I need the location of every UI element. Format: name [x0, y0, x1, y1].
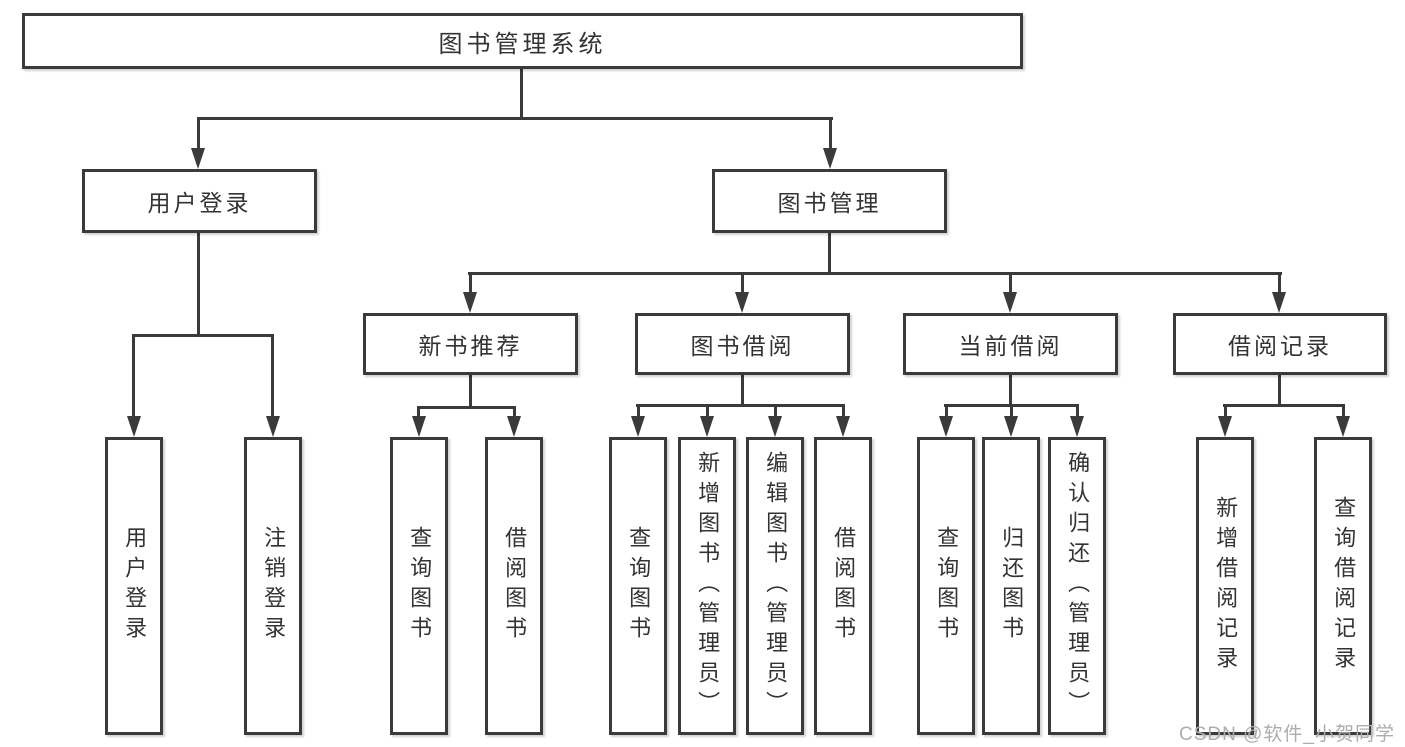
- node-bb-query-books-label: 查询图书: [626, 526, 652, 646]
- connector-line: [417, 406, 420, 418]
- arrow-down-icon: [266, 416, 280, 437]
- connector-line: [1278, 375, 1281, 407]
- connector-line: [828, 233, 831, 275]
- arrow-down-icon: [631, 416, 645, 437]
- connector-line: [1009, 272, 1012, 296]
- arrow-down-icon: [1003, 292, 1017, 313]
- node-logout-leaf: 注销登录: [244, 437, 302, 735]
- arrow-down-icon: [768, 416, 782, 437]
- connector-line: [945, 404, 948, 418]
- arrow-down-icon: [836, 416, 850, 437]
- node-bb-edit-books: 编辑图书（管理员）: [746, 437, 804, 735]
- node-login-leaf: 用户登录: [105, 437, 163, 735]
- arrow-down-icon: [735, 292, 749, 313]
- node-bb-edit-books-label: 编辑图书（管理员）: [763, 451, 789, 721]
- connector-line: [741, 375, 744, 407]
- connector-line: [774, 404, 777, 418]
- arrow-down-icon: [463, 292, 477, 313]
- node-book-mgmt: 图书管理: [712, 169, 947, 233]
- connector-line: [1223, 404, 1345, 407]
- arrow-down-icon: [939, 416, 953, 437]
- node-br-query-record-label: 查询借阅记录: [1331, 496, 1357, 676]
- node-borrow-record: 借阅记录: [1173, 313, 1387, 375]
- arrow-down-icon: [823, 148, 837, 169]
- arrow-down-icon: [1272, 292, 1286, 313]
- node-nbr-query-books-label: 查询图书: [407, 526, 433, 646]
- arrow-down-icon: [1218, 416, 1232, 437]
- arrow-down-icon: [191, 148, 205, 169]
- connector-line: [1010, 404, 1013, 418]
- node-new-book-rec-label: 新书推荐: [418, 333, 523, 359]
- node-bb-borrow-books: 借阅图书: [814, 437, 872, 735]
- connector-line: [132, 334, 135, 420]
- node-cb-confirm-return-label: 确认归还（管理员）: [1065, 451, 1091, 721]
- node-root-label: 图书管理系统: [438, 30, 607, 58]
- node-bb-add-books: 新增图书（管理员）: [678, 437, 736, 735]
- connector-line: [741, 272, 744, 296]
- connector-line: [1342, 404, 1345, 418]
- node-cb-return-books-label: 归还图书: [999, 526, 1025, 646]
- connector-line: [197, 117, 833, 120]
- arrow-down-icon: [1070, 416, 1084, 437]
- connector-line: [197, 117, 200, 152]
- arrow-down-icon: [700, 416, 714, 437]
- node-nbr-borrow-books: 借阅图书: [485, 437, 543, 735]
- node-br-add-record-label: 新增借阅记录: [1213, 496, 1239, 676]
- node-current-borrow: 当前借阅: [903, 313, 1118, 375]
- node-logout-leaf-label: 注销登录: [261, 526, 287, 646]
- node-login-leaf-label: 用户登录: [122, 526, 148, 646]
- connector-line: [1224, 404, 1227, 418]
- connector-line: [637, 404, 640, 418]
- node-bb-borrow-books-label: 借阅图书: [831, 526, 857, 646]
- connector-line: [842, 404, 845, 418]
- node-new-book-rec: 新书推荐: [363, 313, 578, 375]
- arrow-down-icon: [127, 416, 141, 437]
- node-borrow-record-label: 借阅记录: [1228, 333, 1332, 359]
- arrow-down-icon: [412, 416, 426, 437]
- connector-line: [469, 375, 472, 409]
- connector-line: [520, 69, 523, 119]
- node-root: 图书管理系统: [22, 13, 1023, 69]
- connector-line: [829, 117, 832, 152]
- connector-line: [706, 404, 709, 418]
- arrow-down-icon: [1336, 416, 1350, 437]
- connector-line: [417, 406, 516, 409]
- connector-line: [1076, 404, 1079, 418]
- connector-line: [271, 334, 274, 420]
- node-book-borrow-label: 图书借阅: [690, 333, 795, 359]
- arrow-down-icon: [507, 416, 521, 437]
- node-bb-add-books-label: 新增图书（管理员）: [695, 451, 721, 721]
- node-current-borrow-label: 当前借阅: [958, 333, 1063, 359]
- node-nbr-borrow-books-label: 借阅图书: [502, 526, 528, 646]
- connector-line: [468, 272, 1282, 275]
- node-user-login-label: 用户登录: [147, 190, 252, 216]
- watermark-text: CSDN @软件_小贺同学: [1179, 724, 1395, 745]
- node-br-query-record: 查询借阅记录: [1314, 437, 1372, 735]
- node-book-mgmt-label: 图书管理: [777, 190, 882, 216]
- connector-line: [469, 272, 472, 296]
- node-bb-query-books: 查询图书: [609, 437, 667, 735]
- connector-line: [636, 404, 845, 407]
- node-book-borrow: 图书借阅: [635, 313, 850, 375]
- connector-line: [197, 233, 200, 337]
- connector-line: [513, 406, 516, 418]
- node-cb-return-books: 归还图书: [982, 437, 1040, 735]
- connector-line: [1278, 272, 1281, 296]
- arrow-down-icon: [1004, 416, 1018, 437]
- node-cb-query-books: 查询图书: [917, 437, 975, 735]
- connector-line: [132, 334, 274, 337]
- node-cb-query-books-label: 查询图书: [934, 526, 960, 646]
- node-nbr-query-books: 查询图书: [390, 437, 448, 735]
- node-cb-confirm-return: 确认归还（管理员）: [1048, 437, 1106, 735]
- connector-line: [1009, 375, 1012, 407]
- node-user-login: 用户登录: [82, 169, 317, 233]
- node-br-add-record: 新增借阅记录: [1196, 437, 1254, 735]
